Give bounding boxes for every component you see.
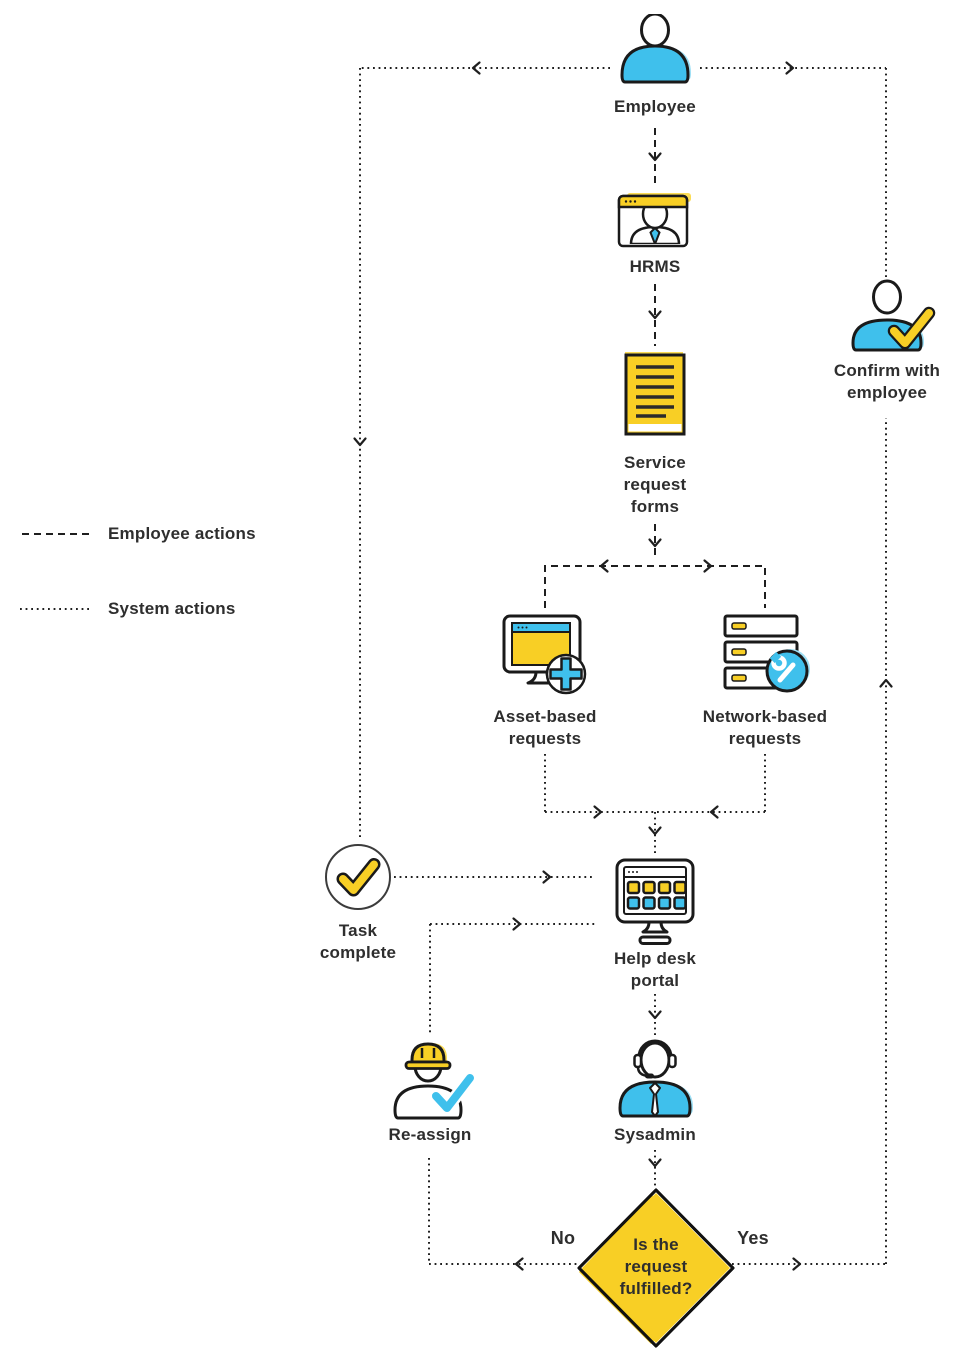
sysadmin-icon	[611, 1038, 699, 1125]
network-requests-icon	[719, 614, 811, 699]
reassign-icon	[384, 1036, 477, 1127]
asset-requests-label: Asset-based requests	[493, 707, 597, 748]
task-complete-label: Task complete	[319, 921, 397, 962]
decision-diamond	[573, 1187, 739, 1354]
task-complete-icon	[323, 842, 393, 917]
legend-employee-actions: Employee actions	[108, 524, 256, 543]
employee-action-lines	[22, 128, 766, 608]
help-desk-portal-icon	[614, 858, 696, 953]
confirm-with-employee-label: Confirm with employee	[833, 361, 941, 402]
service-request-forms-icon	[622, 352, 688, 443]
employee-label: Employee	[614, 97, 696, 116]
legend-system-actions: System actions	[108, 599, 236, 618]
hrms-label: HRMS	[629, 257, 681, 276]
help-desk-portal-label: Help desk portal	[613, 949, 697, 990]
confirm-with-employee-icon	[842, 278, 936, 363]
network-requests-label: Network-based requests	[702, 707, 828, 748]
service-request-forms-label: Service request forms	[623, 453, 687, 516]
decision-label: Is the request fulfilled?	[619, 1235, 693, 1298]
decision-yes-label: Yes	[737, 1228, 769, 1248]
asset-requests-icon	[502, 610, 590, 703]
reassign-label: Re-assign	[388, 1125, 472, 1144]
hrms-icon	[617, 192, 693, 255]
sysadmin-label: Sysadmin	[614, 1125, 696, 1144]
decision-no-label: No	[550, 1228, 576, 1248]
employee-icon	[615, 12, 695, 91]
arrowheads	[353, 61, 893, 1271]
system-action-lines	[20, 67, 887, 1265]
